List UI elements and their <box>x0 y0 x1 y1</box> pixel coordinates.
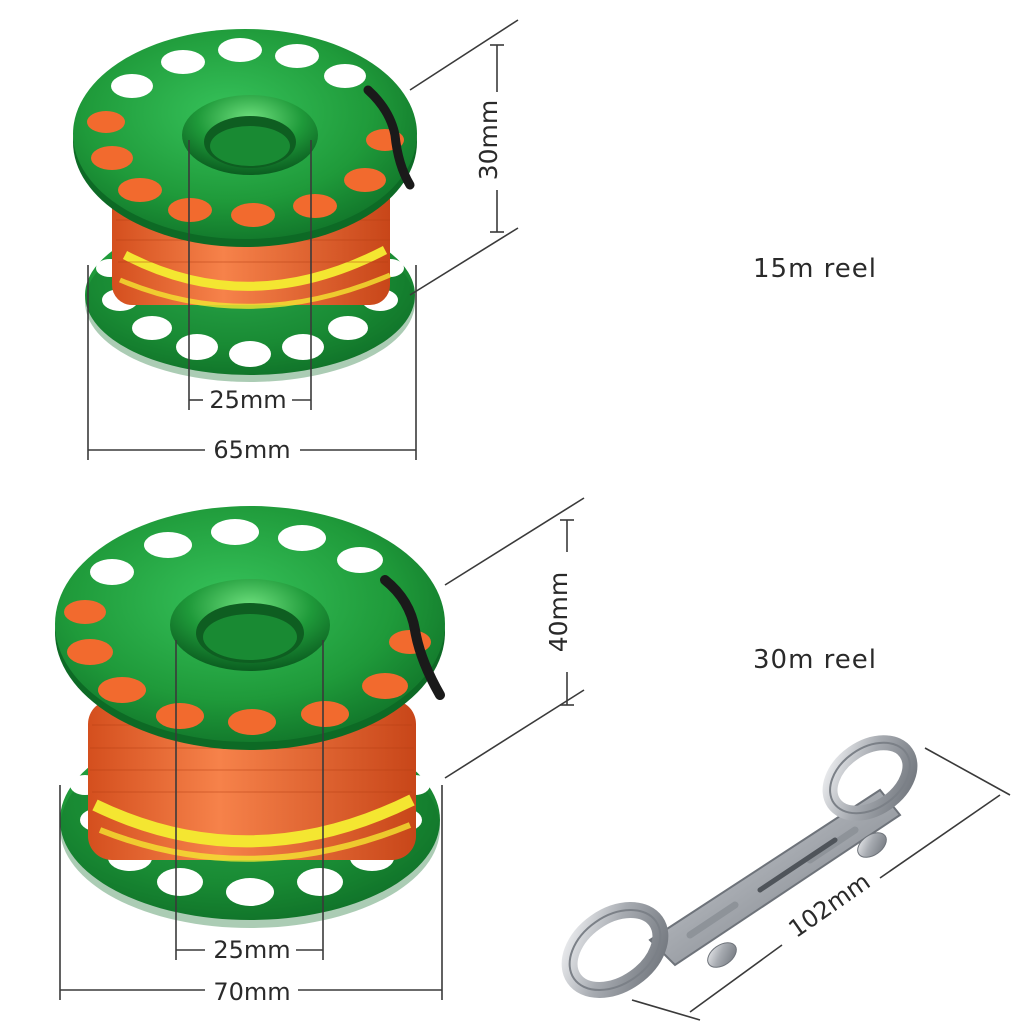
reel-small-dimensions: 30mm 25mm 65mm <box>87 19 519 464</box>
reel-large-caption: 30m reel <box>753 645 877 675</box>
reel-large-line <box>88 700 416 862</box>
reel-large <box>55 506 445 928</box>
reel-large-dimensions: 40mm 25mm 70mm <box>59 497 585 1006</box>
reel-small-height-label: 30mm <box>474 100 503 181</box>
reel-small-width-label: 65mm <box>213 436 290 464</box>
reel-small-bungee <box>363 85 415 190</box>
reel-large-height-label: 40mm <box>544 572 573 653</box>
snap-dimensions: 102mm <box>631 747 1011 1021</box>
reel-large-bungee <box>380 575 445 700</box>
reel-large-core-label: 25mm <box>213 936 290 964</box>
double-ended-snap <box>561 735 918 998</box>
reel-large-width-label: 70mm <box>213 978 290 1006</box>
reel-small-caption: 15m reel <box>753 254 877 284</box>
reel-small <box>73 29 417 382</box>
reel-large-top-flange <box>55 506 445 750</box>
reel-small-core-label: 25mm <box>209 386 286 414</box>
reel-small-top-flange <box>73 29 417 247</box>
